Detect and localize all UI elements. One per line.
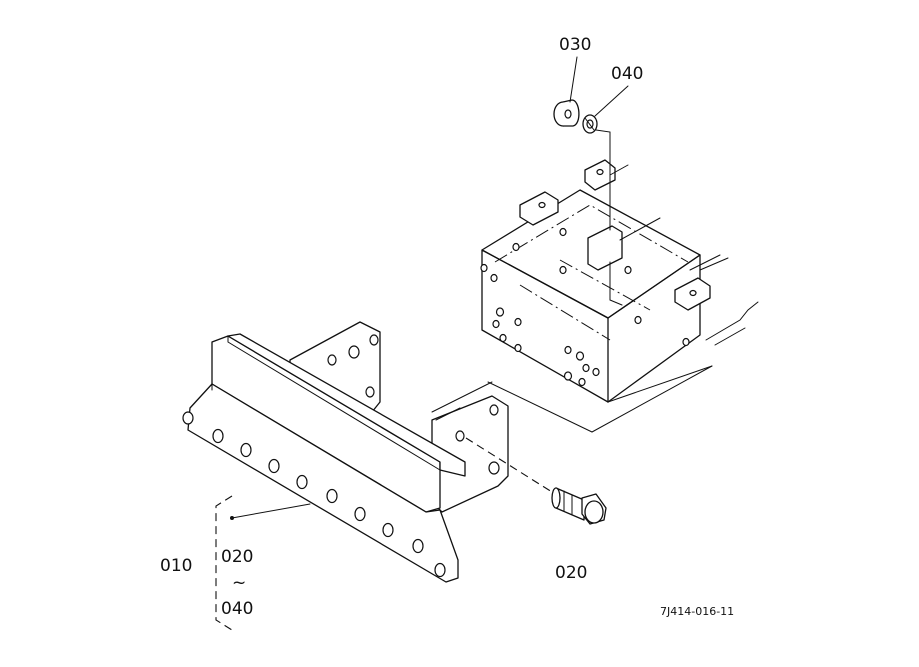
callout-040: 040 xyxy=(611,64,643,84)
callout-020-bolt: 020 xyxy=(555,563,587,583)
drawing-code: 7J414-016-11 xyxy=(660,605,734,618)
washer-part-040 xyxy=(582,114,598,134)
callout-030: 030 xyxy=(559,35,591,55)
nut-part-030 xyxy=(553,99,580,127)
leader-lines xyxy=(215,56,629,631)
nut-axis-line xyxy=(595,129,611,231)
frame-assembly xyxy=(480,159,759,433)
callout-010: 010 xyxy=(160,556,192,576)
bolt-part-020 xyxy=(551,487,607,525)
nut-axis-line-lower xyxy=(609,261,623,306)
callout-040-range-end: 040 xyxy=(221,599,253,619)
bolt-axis-line xyxy=(465,437,553,493)
callout-range-separator: ~ xyxy=(232,573,246,593)
callout-020-range-start: 020 xyxy=(221,547,253,567)
front-bracket-part-010 xyxy=(182,321,509,583)
